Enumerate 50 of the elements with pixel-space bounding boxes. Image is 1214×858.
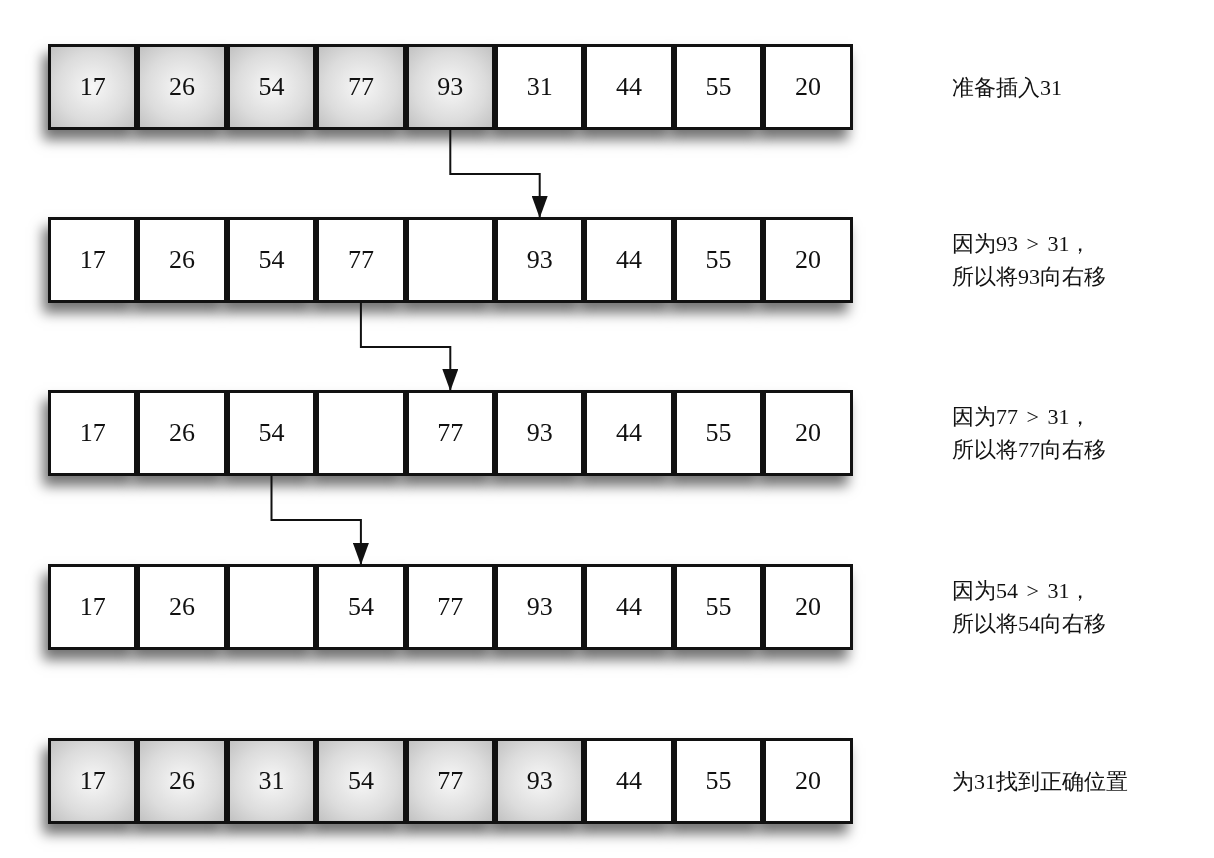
array-cell: 77 <box>405 564 495 650</box>
step-note: 准备插入31 <box>952 73 1062 102</box>
array-cell: 93 <box>495 738 585 824</box>
step-note: 为31找到正确位置 <box>952 767 1128 796</box>
array-cell: 54 <box>226 44 317 130</box>
array-cell: 17 <box>48 217 138 303</box>
array-cell: 17 <box>48 390 138 476</box>
array-cell: 20 <box>763 738 853 824</box>
array-cell: 44 <box>584 564 674 650</box>
array-cell: 44 <box>584 217 674 303</box>
step-note: 因为77 > 31，所以将77向右移 <box>952 403 1107 464</box>
array-cell: 77 <box>316 44 406 130</box>
array-cell: 17 <box>48 44 138 130</box>
step-note: 因为54 > 31，所以将54向右移 <box>952 577 1107 638</box>
array-cell: 54 <box>316 564 406 650</box>
array-cell: 55 <box>673 44 764 130</box>
array-cell: 77 <box>316 217 406 303</box>
array-cell: 54 <box>316 738 406 824</box>
array-cell: 17 <box>48 564 138 650</box>
array-cell: 31 <box>495 44 585 130</box>
array-cell: 26 <box>137 44 227 130</box>
array-cell: 93 <box>495 564 585 650</box>
array-cell: 55 <box>673 564 764 650</box>
array-cell: 26 <box>137 217 227 303</box>
array-cell: 77 <box>405 390 495 476</box>
array-cell: 44 <box>584 44 674 130</box>
array-cell: 54 <box>226 390 317 476</box>
array-cell: 55 <box>673 738 764 824</box>
step-note: 因为93 > 31，所以将93向右移 <box>952 230 1107 291</box>
arrow <box>270 475 369 565</box>
array-cell: 93 <box>495 217 585 303</box>
array-cell: 31 <box>226 738 317 824</box>
array-cell: 55 <box>673 217 764 303</box>
array-cell: 44 <box>584 738 674 824</box>
array-cell: 55 <box>673 390 764 476</box>
arrow <box>449 129 548 218</box>
array-cell: 17 <box>48 738 138 824</box>
array-cell: 20 <box>763 217 853 303</box>
array-cell: 93 <box>495 390 585 476</box>
array-cell: 26 <box>137 564 227 650</box>
array-cell: 93 <box>405 44 495 130</box>
array-cell: 26 <box>137 390 227 476</box>
array-cell: 44 <box>584 390 674 476</box>
array-cell: 20 <box>763 564 853 650</box>
array-cell: 54 <box>226 217 317 303</box>
array-cell: 77 <box>405 738 495 824</box>
array-cell: 20 <box>763 44 853 130</box>
array-cell: 26 <box>137 738 227 824</box>
array-cell: 20 <box>763 390 853 476</box>
arrow <box>359 302 459 391</box>
